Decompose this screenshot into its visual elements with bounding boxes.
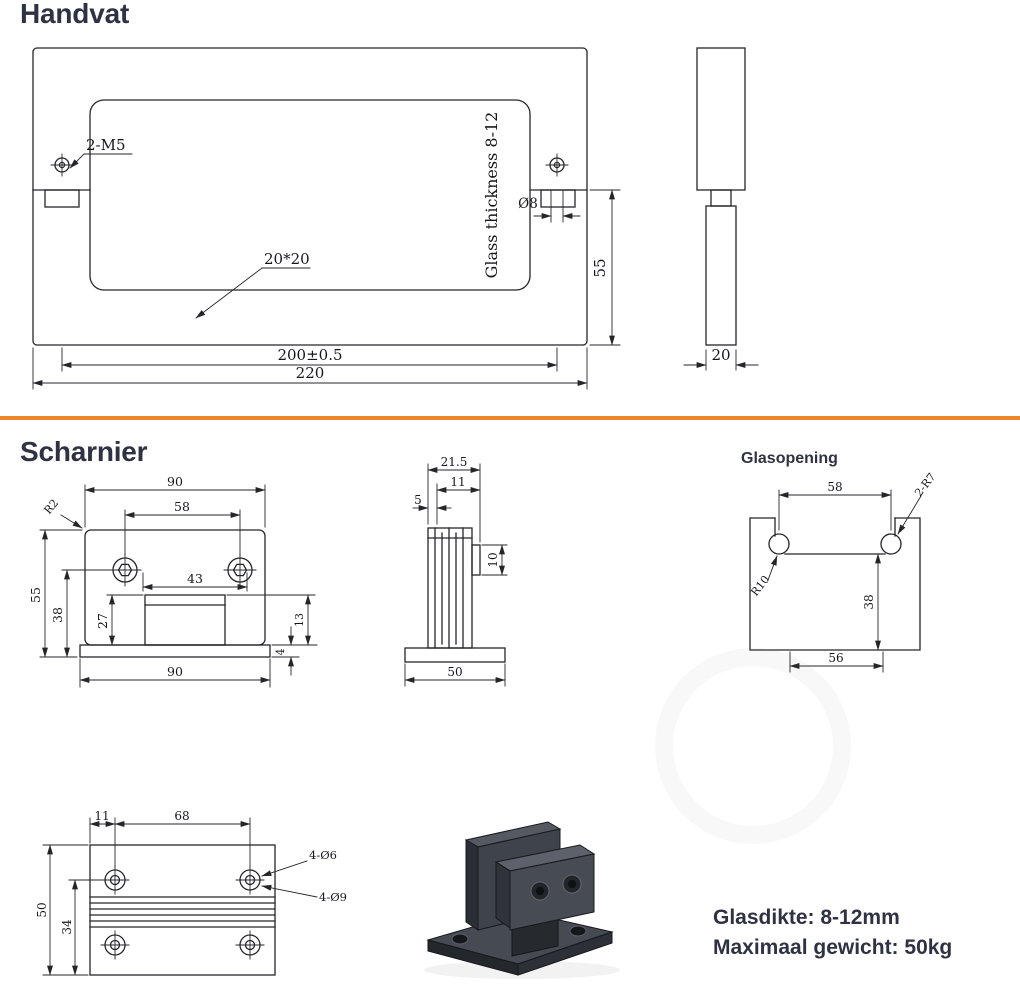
hinge-front-view-drawing: 90 58 R2 43 55 38 27 13 4 90 (28, 474, 318, 688)
handle-technical-drawing: 2-M5 Glass thickness 8-12 Ø8 20*20 55 20… (32, 47, 759, 390)
spec-text-block: Glasdikte: 8-12mm Maximaal gewicht: 50kg (713, 903, 952, 963)
glass-opening-dimension-lines (767, 489, 922, 673)
top-dim-pitch: 68 (174, 809, 189, 823)
section-title-handvat: Handvat (20, 0, 130, 29)
handle-dimension-lines (32, 153, 759, 390)
opening-dim-span: 58 (827, 480, 842, 494)
watermark (655, 648, 851, 844)
orange-divider (0, 416, 1020, 420)
handle-screw-left (50, 153, 74, 177)
handle-dim-pitch: 200±0.5 (277, 346, 342, 364)
hinge-3d-render (424, 821, 620, 979)
opening-dim-depth: 38 (862, 594, 876, 609)
front-dim-inner-span: 43 (187, 571, 203, 586)
front-dim-plate-thickness: 4 (274, 649, 287, 656)
handle-front-outline (32, 47, 588, 346)
side-dim-tab: 10 (486, 552, 500, 567)
front-dim-width-bottom: 90 (167, 664, 183, 679)
render-glass-clamp (494, 844, 596, 931)
handle-label-tube: 20*20 (264, 250, 310, 268)
hinge-front-dimension-lines (39, 484, 318, 688)
hinge-top-body (89, 844, 276, 976)
handle-dim-depth: 20 (711, 346, 730, 364)
top-label-holes-front: 4-Ø6 (309, 848, 337, 862)
front-dim-width-top: 90 (167, 474, 183, 489)
opening-dim-bottom: 56 (828, 651, 843, 665)
handle-dim-total: 220 (296, 364, 325, 382)
spec-max-weight: Maximaal gewicht: 50kg (713, 936, 953, 959)
hinge-side-view-drawing: 21.5 11 5 10 50 (404, 455, 508, 687)
spec-glass-thickness: Glasdikte: 8-12mm (713, 906, 900, 929)
front-dim-hole-span: 58 (174, 499, 190, 514)
handle-label-screws: 2-M5 (86, 136, 126, 154)
handle-screw-right (545, 153, 569, 177)
side-dim-base: 50 (447, 665, 462, 679)
front-dim-knuckle-height: 27 (95, 613, 110, 629)
hinge-top-view-drawing: 11 68 4-Ø6 4-Ø9 50 34 (35, 809, 347, 976)
top-dim-width-total: 50 (35, 902, 49, 917)
glasopening-label: Glasopening (741, 450, 838, 467)
hinge-front-screw-holes (108, 553, 257, 587)
handle-side-view (696, 47, 746, 346)
opening-dim-radius: R10 (748, 573, 772, 599)
hinge-side-body (404, 527, 506, 663)
side-dim-plate: 5 (414, 493, 422, 507)
hinge-top-dimension-lines (42, 817, 318, 976)
side-dim-clamp: 11 (450, 475, 465, 489)
front-dim-height-total: 55 (28, 587, 43, 603)
front-dim-offset: 13 (293, 613, 306, 627)
front-dim-corner-radius: R2 (41, 497, 61, 517)
top-dim-edge: 11 (94, 809, 109, 823)
top-dim-width-inner: 34 (60, 919, 74, 935)
section-title-scharnier: Scharnier (20, 436, 148, 467)
side-dim-total-depth: 21.5 (441, 455, 468, 469)
hinge-side-dimension-lines (404, 463, 508, 687)
handle-dim-height: 55 (591, 258, 609, 277)
glass-opening-outline (749, 517, 921, 651)
hinge-front-body (79, 529, 271, 658)
handle-label-glass-thickness: Glass thickness 8-12 (482, 112, 501, 279)
render-screws (530, 874, 582, 901)
handle-dim-hole: Ø8 (518, 196, 538, 212)
hinge-top-holes (100, 865, 265, 960)
top-label-holes-back: 4-Ø9 (319, 890, 347, 904)
glass-opening-drawing: 58 2-R7 R10 38 56 (748, 471, 938, 673)
front-dim-height-hole: 38 (50, 607, 65, 623)
opening-dim-relief: 2-R7 (912, 471, 938, 499)
